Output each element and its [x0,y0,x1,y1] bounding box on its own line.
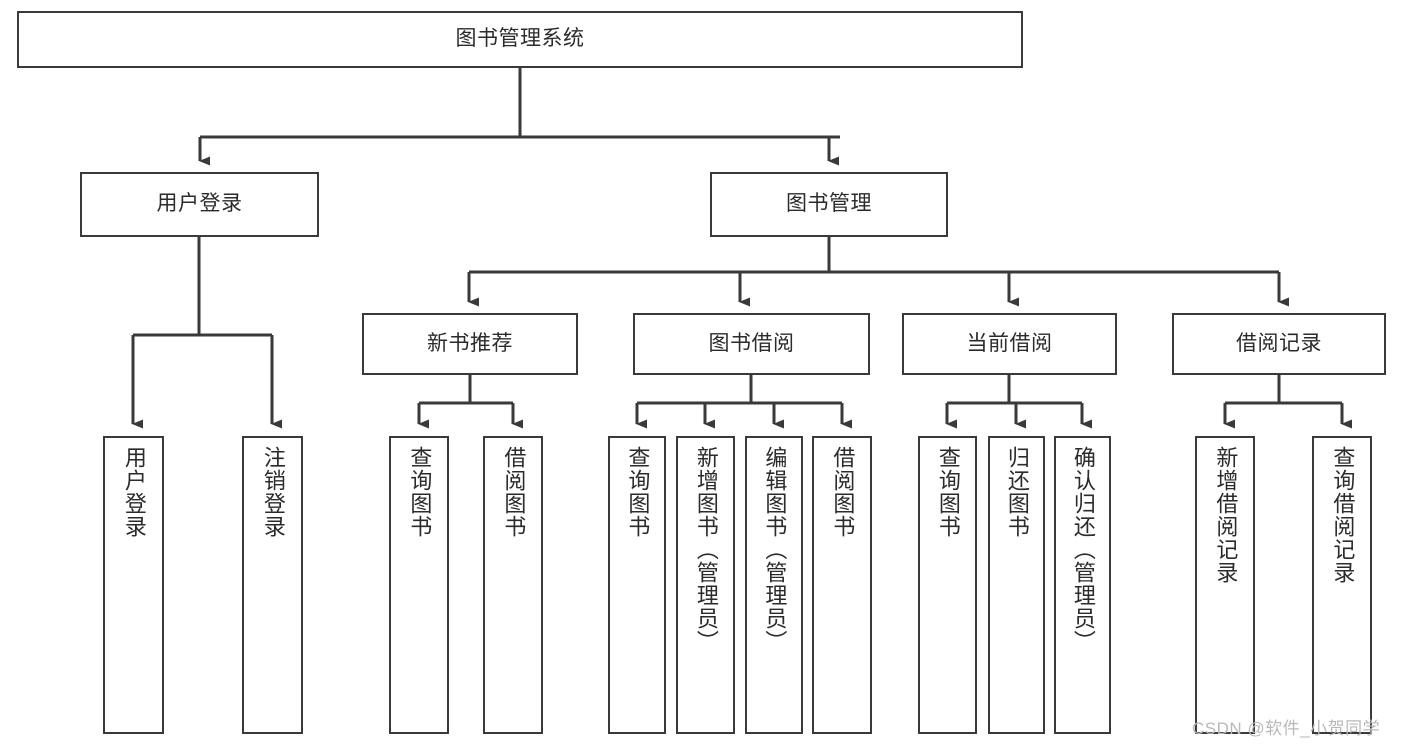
node-leaf-logout-label: 注销登录 [260,446,286,538]
node-leaf-user-login[interactable]: 用户登录 [103,436,164,734]
node-current-borrow[interactable]: 当前借阅 [902,313,1117,375]
node-leaf-logout[interactable]: 注销登录 [242,436,303,734]
node-leaf-query-book-current[interactable]: 查询图书 [918,436,977,734]
node-leaf-add-record[interactable]: 新增借阅记录 [1195,436,1255,734]
node-leaf-query-book-rec-label: 查询图书 [407,446,433,538]
node-leaf-query-book-current-label: 查询图书 [935,446,961,538]
node-new-book-rec-label: 新书推荐 [427,331,513,355]
node-leaf-confirm-return-label: 确认归还（管理员） [1070,446,1096,653]
node-leaf-add-record-label: 新增借阅记录 [1213,446,1239,584]
node-book-borrow[interactable]: 图书借阅 [633,313,870,375]
node-book-manage-label: 图书管理 [786,192,872,216]
node-leaf-query-book-rec[interactable]: 查询图书 [389,436,449,734]
node-leaf-user-login-label: 用户登录 [121,446,147,538]
node-leaf-query-book-borrow-label: 查询图书 [625,446,651,538]
node-borrow-record[interactable]: 借阅记录 [1172,313,1386,375]
node-borrow-record-label: 借阅记录 [1236,331,1322,355]
node-leaf-query-book-borrow[interactable]: 查询图书 [608,436,666,734]
node-leaf-confirm-return[interactable]: 确认归还（管理员） [1054,436,1111,734]
node-leaf-edit-book[interactable]: 编辑图书（管理员） [745,436,803,734]
node-current-borrow-label: 当前借阅 [966,331,1053,355]
csdn-watermark: CSDN @软件_小贺同学 [1192,719,1381,738]
node-root-label: 图书管理系统 [455,27,585,51]
node-leaf-return-book-label: 归还图书 [1004,446,1030,538]
node-leaf-borrow-book-rec[interactable]: 借阅图书 [483,436,543,734]
node-leaf-add-book[interactable]: 新增图书（管理员） [676,436,735,734]
node-leaf-borrow-book-label: 借阅图书 [830,446,856,538]
node-root[interactable]: 图书管理系统 [17,11,1023,68]
node-book-manage[interactable]: 图书管理 [710,172,948,237]
node-leaf-add-book-label: 新增图书（管理员） [693,446,719,653]
node-leaf-return-book[interactable]: 归还图书 [988,436,1045,734]
node-leaf-edit-book-label: 编辑图书（管理员） [762,446,788,653]
node-leaf-borrow-book[interactable]: 借阅图书 [812,436,872,734]
node-book-borrow-label: 图书借阅 [708,331,795,355]
node-leaf-query-record[interactable]: 查询借阅记录 [1312,436,1372,734]
node-user-login[interactable]: 用户登录 [80,172,319,237]
node-user-login-label: 用户登录 [156,192,243,216]
node-new-book-rec[interactable]: 新书推荐 [362,313,578,375]
node-leaf-query-record-label: 查询借阅记录 [1330,446,1356,584]
node-leaf-borrow-book-rec-label: 借阅图书 [501,446,527,538]
